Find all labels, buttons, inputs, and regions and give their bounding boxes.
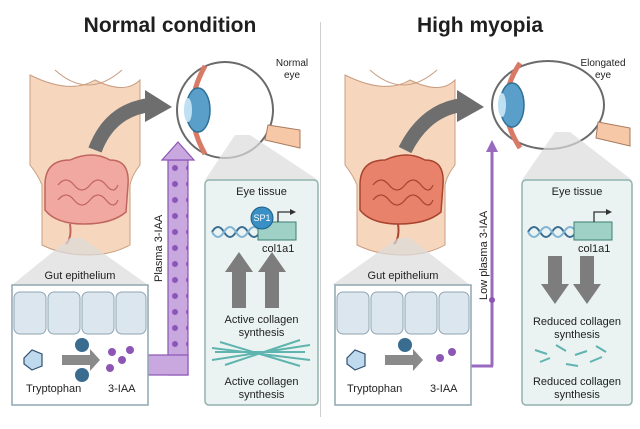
eye-tissue-right [521,179,633,406]
tryptophan-left: Tryptophan [26,383,82,395]
iaa-right: 3-IAA [430,383,458,395]
gut-label-right: Gut epithelium [367,270,439,282]
gene-left: col1a1 [262,243,295,255]
eye-tissue-label-left: Eye tissue [236,186,287,198]
arrow-to-eye-right [398,98,464,154]
eye-zoom-wedge-left [205,135,318,180]
panel-divider [320,22,321,417]
zoom-wedge-left [12,238,148,285]
gut-box-left [11,284,149,406]
eye-left [176,61,301,159]
zoom-wedge-right [332,238,470,285]
synthesis-upper-left: Active collagen synthesis [224,314,299,339]
arrow-to-eye-left [88,98,152,153]
iaa-left: 3-IAA [108,383,136,395]
synthesis-upper-right: Reduced collagen synthesis [532,316,622,341]
eye-label-left: Normal eye [275,58,309,81]
title-right: High myopia [416,14,543,37]
plasma-label-left: Plasma 3-IAA [153,214,165,282]
plasma-arrow-left [144,141,196,376]
eye-label-right: Elongated eye [580,58,626,81]
eye-right [491,60,631,150]
eye-tissue-left [204,179,319,406]
title-left: Normal condition [83,14,257,37]
synthesis-lower-right: Reduced collagen synthesis [532,376,622,401]
gut-label-left: Gut epithelium [44,270,116,282]
eye-tissue-label-right: Eye tissue [551,186,603,198]
tryptophan-right: Tryptophan [347,383,403,395]
gene-right: col1a1 [578,243,611,255]
sp1-label: SP1 [253,213,271,223]
plasma-label-right: Low plasma 3-IAA [478,210,490,300]
gut-box-right [334,284,472,406]
intestine-left [44,154,129,245]
synthesis-lower-left: Active collagen synthesis [224,376,299,401]
eye-zoom-wedge-right [522,132,632,180]
